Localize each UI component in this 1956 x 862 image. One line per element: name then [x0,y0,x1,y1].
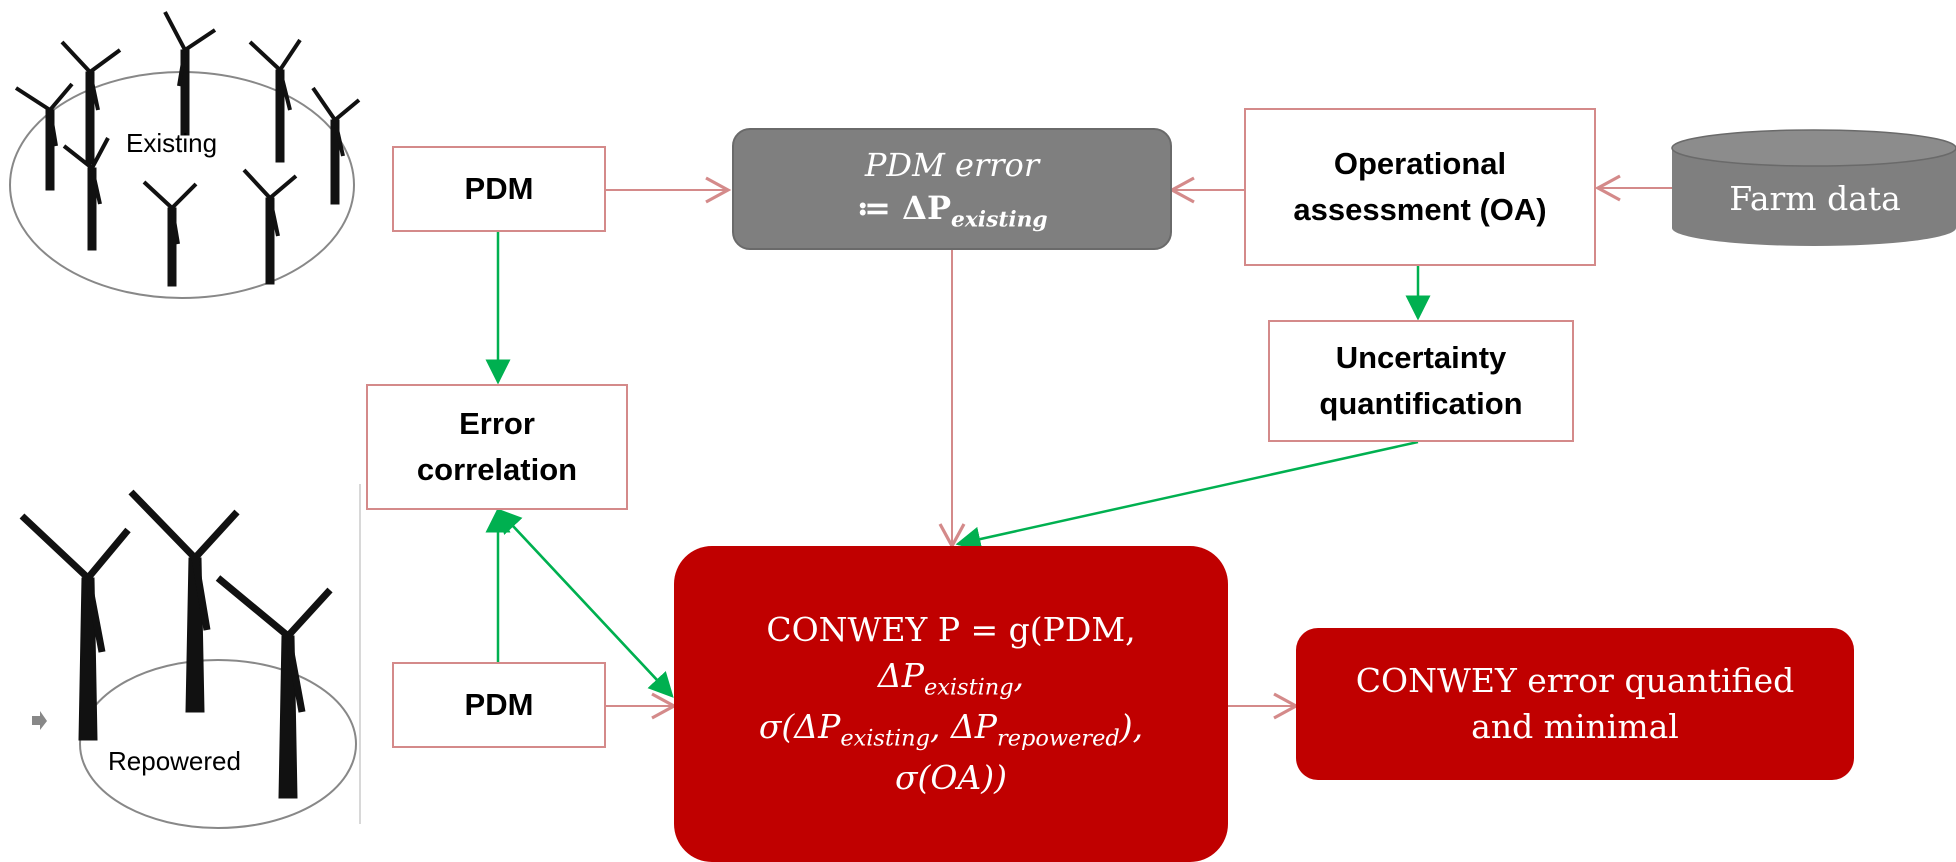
existing-farm-label: Existing [126,128,218,158]
pdm-box-repowered: PDM [392,662,606,748]
repowered-farm-ellipse [79,659,357,829]
operational-assessment-box: Operational assessment (OA) [1244,108,1596,266]
uncertainty-quantification-box: Uncertainty quantification [1268,320,1574,442]
arrow-conwey-to-errorcorr [496,508,673,697]
result-line2: and minimal [1471,707,1679,746]
uq-line1: Uncertainty [1335,339,1507,375]
farm-data-label: Farm data [1729,178,1901,218]
oa-line1: Operational [1333,145,1507,181]
small-arrow-icon [32,711,47,730]
conwey-line2: ΔPexisting, [877,656,1025,701]
pdm-box-existing: PDM [392,146,606,232]
repowered-farm-label: Repowered [108,746,241,776]
turbine-icon [14,11,361,287]
uq-line2: quantification [1319,386,1523,421]
result-line1: CONWEY error quantified [1355,660,1795,700]
pdm-error-box: PDM error ≔ ΔPexisting [732,128,1172,250]
conwey-line4: σ(OA)) [894,758,1008,797]
oa-line2: assessment (OA) [1293,192,1547,227]
conwey-result-box: CONWEY error quantified and minimal [1296,628,1854,780]
ec-line2: correlation [416,452,578,487]
conwey-line1: CONWEY P = g(PDM, [766,609,1136,649]
conwey-model-box: CONWEY P = g(PDM, ΔPexisting, σ(ΔPexisti… [674,546,1228,862]
pdm-error-title: PDM error [864,145,1040,184]
pdm-label: PDM [464,170,534,206]
conwey-line3: σ(ΔPexisting, ΔPrepowered), [758,707,1144,752]
pdm-error-definition: ≔ ΔPexisting [856,188,1048,233]
turbine-icon [19,489,333,799]
error-correlation-box: Error correlation [366,384,628,510]
ec-line1: Error [459,405,535,441]
arrow-uncertainty-to-conwey [955,440,1419,552]
pdm-label: PDM [464,686,534,722]
